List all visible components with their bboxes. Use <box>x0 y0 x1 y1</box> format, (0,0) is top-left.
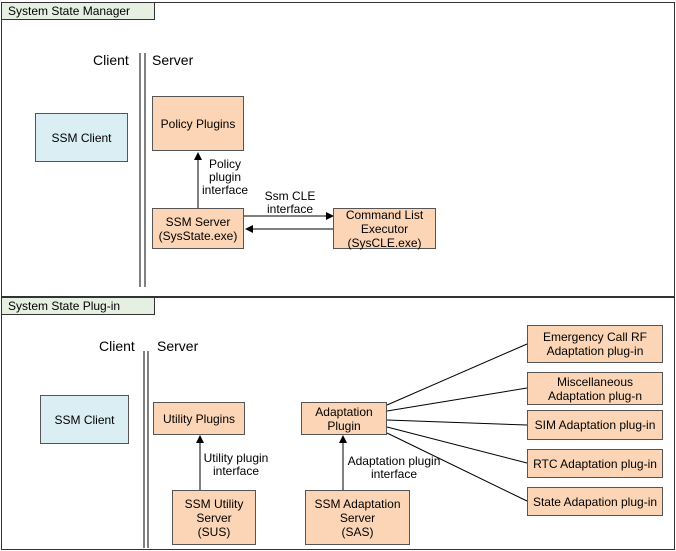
utility-interface-label: Utility plugin interface <box>203 451 269 478</box>
client-label-top: Client <box>93 52 129 68</box>
client-label-bottom: Client <box>99 338 135 354</box>
command-list-executor-box: Command List Executor (SysCLE.exe) <box>333 208 436 250</box>
ssm-server-box: SSM Server (SysState.exe) <box>152 208 244 249</box>
policy-interface-label: Policy plugin interface <box>201 157 249 197</box>
server-label-bottom: Server <box>157 338 199 354</box>
state-adaptation-box: State Adapation plug-in <box>527 487 663 516</box>
link-emergency-call <box>386 343 528 406</box>
link-sim <box>386 419 528 426</box>
ssm-client-top: SSM Client <box>35 113 128 162</box>
ssm-client-bottom: SSM Client <box>40 395 129 444</box>
server-label-top: Server <box>152 52 194 68</box>
cle-interface-label: Ssm CLE interface <box>264 189 316 216</box>
rtc-adaptation-box: RTC Adaptation plug-in <box>527 449 663 478</box>
link-state <box>386 432 528 502</box>
policy-plugins-box: Policy Plugins <box>152 96 244 151</box>
adaptation-interface-label: Adaptation plugin interface <box>347 454 441 481</box>
utility-plugins-box: Utility Plugins <box>153 402 245 435</box>
link-rtc <box>386 426 528 464</box>
system-state-plugin-tab: System State Plug-in <box>1 297 155 315</box>
ssm-utility-server-box: SSM Utility Server (SUS) <box>172 490 256 545</box>
emergency-call-rf-adaptation-box: Emergency Call RF Adaptation plug-in <box>527 325 663 363</box>
ssm-adaptation-server-box: SSM Adaptation Server (SAS) <box>305 490 410 545</box>
link-miscellaneous <box>386 387 528 412</box>
miscellaneous-adaptation-box: Miscellaneous Adaptation plug-n <box>527 372 663 405</box>
adaptation-plugin-box: Adaptation Plugin <box>301 402 387 435</box>
sim-adaptation-box: SIM Adaptation plug-in <box>527 410 663 440</box>
system-state-manager-tab: System State Manager <box>1 2 155 20</box>
